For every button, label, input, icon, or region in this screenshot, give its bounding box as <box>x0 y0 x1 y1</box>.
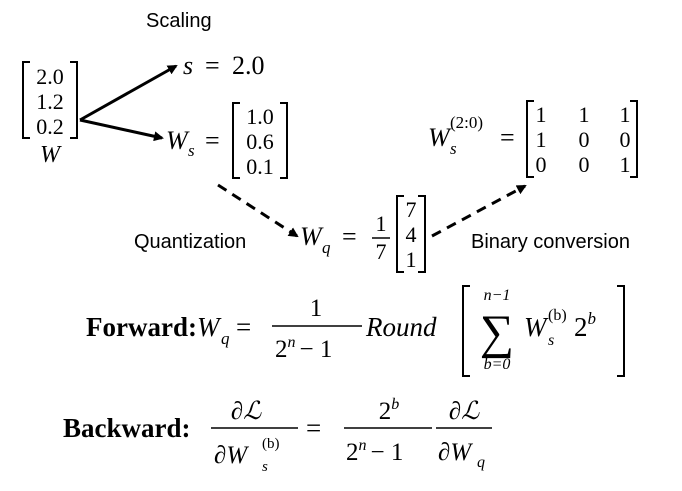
wq-subscript: q <box>322 238 331 257</box>
backward-equals: = <box>306 413 321 443</box>
binary-matrix-left-bracket <box>526 100 534 178</box>
backward-mid-denominator: 2n− 1 <box>346 437 403 466</box>
dashed-arrow-to-binary <box>431 184 527 238</box>
dashed-arrow-to-wq <box>217 183 299 238</box>
w-value: 2.0 <box>36 64 64 89</box>
ws-value: 1.0 <box>246 104 274 129</box>
quantization-label: Quantization <box>134 231 247 253</box>
scale-value: 2.0 <box>232 51 265 80</box>
forward-term-subscript: s <box>548 332 554 349</box>
backward-mid-numerator: 2b <box>379 396 400 425</box>
forward-right-bracket <box>617 285 625 377</box>
forward-left-bracket <box>462 285 470 377</box>
binary-matrix-cell: 1 <box>536 127 547 152</box>
w-value: 1.2 <box>36 89 64 114</box>
wq-value: 4 <box>406 222 417 247</box>
binary-matrix-subscript: s <box>450 139 457 158</box>
binary-matrix-cell: 1 <box>579 102 590 127</box>
backward-rhs-denominator: ∂W <box>438 439 473 466</box>
forward-power-exponent: b <box>588 309 597 328</box>
binary-matrix-right-bracket <box>630 100 638 178</box>
scale-equation: s = 2.0 <box>183 51 265 80</box>
forward-term-superscript: (b) <box>548 307 567 324</box>
binary-matrix-cell: 1 <box>620 102 631 127</box>
binary-matrix-cell: 1 <box>620 152 631 177</box>
wq-fraction-numerator: 1 <box>376 211 387 236</box>
ws-value: 0.1 <box>246 154 274 179</box>
wq-value: 1 <box>406 247 417 272</box>
forward-term: W <box>524 312 549 342</box>
w-vector: 2.0 1.2 0.2 W <box>22 61 78 168</box>
forward-round-function: Round <box>365 312 437 342</box>
binary-matrix-symbol: W <box>428 123 452 152</box>
binary-matrix-superscript: (2:0) <box>450 113 483 132</box>
ws-right-bracket <box>280 102 288 179</box>
forward-sum-sign: ∑ <box>480 306 514 359</box>
binary-matrix-cell: 0 <box>536 152 547 177</box>
backward-equation: Backward: ∂ℒ ∂W (b) s = 2b 2n− 1 ∂ℒ ∂W q <box>63 396 492 475</box>
backward-lhs-numerator: ∂ℒ <box>231 398 262 425</box>
backward-lhs-denominator-subscript: s <box>262 459 268 475</box>
arrow-to-ws <box>79 118 164 142</box>
ws-symbol: W <box>166 126 190 155</box>
forward-fraction-denominator-exponent: n <box>288 334 296 351</box>
binary-matrix-cell: 0 <box>579 152 590 177</box>
backward-lhs-denominator: ∂W <box>214 442 249 469</box>
wq-value: 7 <box>406 197 417 222</box>
arrow-to-scale <box>79 64 178 122</box>
forward-equation: Forward: W q = 1 2n− 1 Round n−1 ∑ b=0 W… <box>86 285 625 377</box>
backward-mid-denominator-exponent: n <box>359 437 367 454</box>
backward-rhs-denominator-subscript: q <box>477 454 485 471</box>
backward-lhs-denominator-superscript: (b) <box>262 436 280 452</box>
w-name: W <box>40 142 62 168</box>
wq-symbol: W <box>300 222 324 251</box>
w-right-bracket <box>70 61 78 139</box>
binary-matrix-cell: 1 <box>536 102 547 127</box>
forward-fraction-numerator: 1 <box>310 295 323 322</box>
ws-left-bracket <box>232 102 240 179</box>
binary-matrix-equals: = <box>500 123 515 152</box>
forward-power: 2b <box>574 309 596 342</box>
wq-fraction-denominator: 7 <box>376 239 387 264</box>
ws-equation: W s = 1.0 0.6 0.1 <box>166 102 288 179</box>
binary-conversion-label: Binary conversion <box>471 231 630 253</box>
binary-matrix-equation: W s (2:0) = 1 1 1 1 0 0 0 0 1 <box>428 100 638 178</box>
forward-sum-upper: n−1 <box>484 287 511 304</box>
wq-equals: = <box>342 222 357 251</box>
forward-sum-lower: b=0 <box>484 356 511 373</box>
forward-lhs: W <box>197 312 222 342</box>
wq-right-bracket <box>418 195 426 273</box>
w-value: 0.2 <box>36 114 64 139</box>
forward-equals: = <box>236 312 251 342</box>
backward-label: Backward: <box>63 413 191 443</box>
scaling-label: Scaling <box>146 10 212 32</box>
w-left-bracket <box>22 61 30 139</box>
wq-left-bracket <box>396 195 404 273</box>
forward-fraction-denominator: 2n− 1 <box>275 334 332 363</box>
ws-equals: = <box>205 126 220 155</box>
backward-rhs-numerator: ∂ℒ <box>449 398 480 425</box>
binary-matrix-cell: 0 <box>579 127 590 152</box>
backward-mid-numerator-exponent: b <box>391 396 399 413</box>
scale-symbol: s <box>183 51 193 80</box>
ws-value: 0.6 <box>246 129 274 154</box>
ws-subscript: s <box>188 141 195 160</box>
forward-lhs-subscript: q <box>221 329 230 348</box>
binary-matrix-cell: 0 <box>620 127 631 152</box>
forward-label: Forward: <box>86 312 197 342</box>
wq-equation: W q = 1 7 7 4 1 <box>300 195 426 273</box>
scale-equals: = <box>205 51 220 80</box>
